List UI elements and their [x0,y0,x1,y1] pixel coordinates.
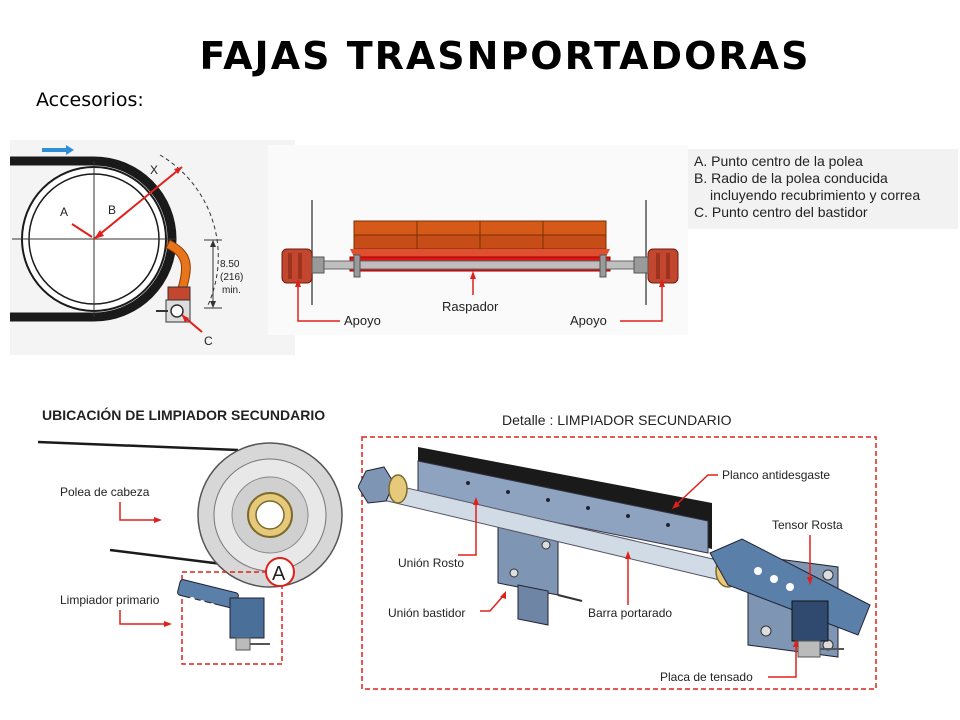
detail-region [181,571,283,665]
dimension-mm: (216) [220,272,243,283]
union-rosto-nut [358,466,395,504]
secondary-location-heading: UBICACIÓN DE LIMPIADOR SECUNDARIO [42,406,325,423]
label-apoyo-left: Apoyo [344,313,381,328]
dimension-min: min. [222,285,241,296]
scraper-diagram: Apoyo Raspador Apoyo [268,145,688,335]
label-x: X [150,163,158,177]
secondary-location-diagram: UBICACIÓN DE LIMPIADOR SECUNDARIO A Pole… [38,406,343,665]
label-a: A [60,205,68,219]
label-c: C [204,334,213,348]
marker-a [265,557,295,587]
scraper-mount [167,286,191,302]
label-raspador: Raspador [442,299,499,314]
page-title: FAJAS TRASNPORTADORAS [199,34,811,78]
marker-a-label: A [272,563,286,585]
label-placa: Placa de tensado [660,670,753,684]
page-subtitle: Accesorios: [36,89,144,111]
label-limpiador-primario: Limpiador primario [60,593,160,607]
pulley-diagram: A B X 8.50 (216) min. C [10,140,295,355]
legend-item-b-cont: incluyendo recubrimiento y correa [710,187,921,203]
legend-item-a: A. Punto centro de la polea [694,153,863,169]
dimension-value: 8.50 [220,259,240,270]
detail-diagram: Detalle : LIMPIADOR SECUNDARIO Planco an… [358,412,877,690]
support-right [599,248,679,284]
direction-arrow-icon [42,145,74,155]
legend-box: A. Punto centro de la polea B. Radio de … [688,149,958,229]
label-barra: Barra portarado [588,606,672,620]
detail-heading: Detalle : LIMPIADOR SECUNDARIO [502,412,732,428]
label-apoyo-right: Apoyo [570,313,607,328]
label-polea-cabeza: Polea de cabeza [60,485,150,499]
legend-item-c: C. Punto centro del bastidor [694,204,868,220]
support-left [281,248,361,284]
legend-item-b: B. Radio de la polea conducida [694,170,888,186]
label-planco: Planco antidesgaste [722,468,830,482]
label-b: B [108,203,116,217]
label-tensor: Tensor Rosta [772,518,843,532]
detail-frame [361,436,877,690]
label-union-bastidor: Unión bastidor [388,606,465,620]
label-union-rosto: Unión Rosto [398,556,464,570]
